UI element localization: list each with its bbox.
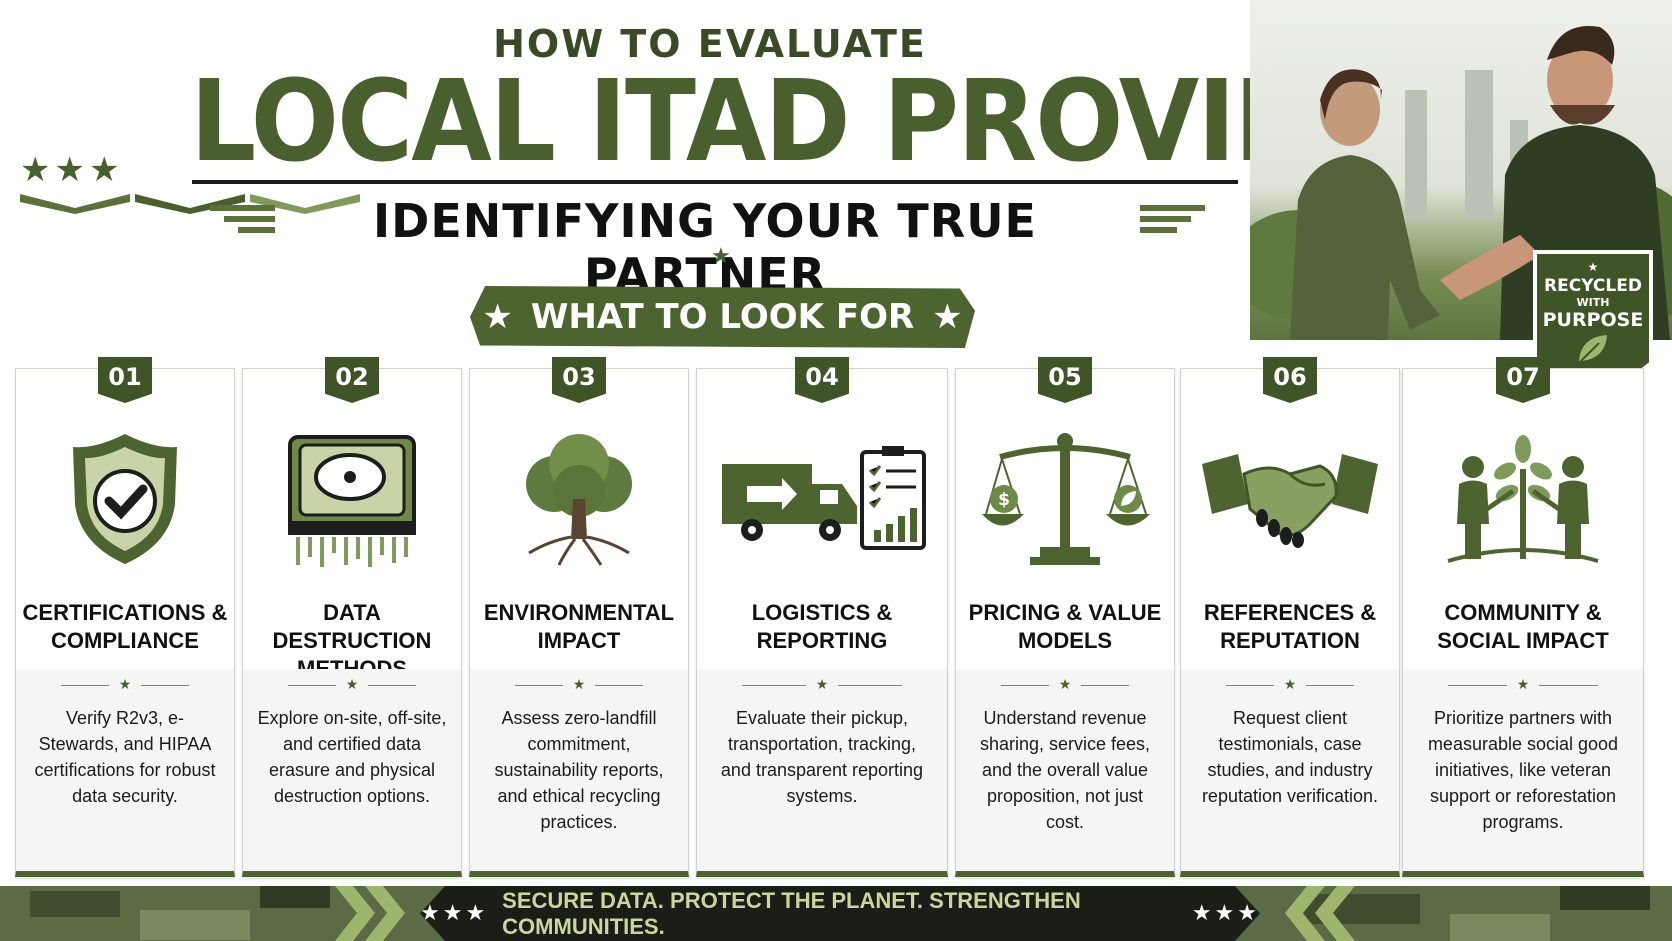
rank-insignia-icon: ★★★: [20, 150, 361, 218]
card-description: Explore on-site, off-site, and certified…: [257, 708, 447, 806]
woman-figure-icon: [1290, 69, 1440, 340]
chevron-icon: [20, 194, 130, 214]
stars-icon: ★★★: [420, 901, 489, 926]
stripes-right-icon: [1140, 205, 1205, 238]
card-title: PRICING & VALUE MODELS: [968, 600, 1162, 653]
star-icon: ★: [482, 297, 513, 337]
card-description: Request client testimonials, case studie…: [1201, 708, 1379, 806]
card-certifications: 01 CERTIFICATIONS & COMPLIANCE ★ Verify …: [15, 357, 235, 877]
star-divider-icon: ★: [991, 677, 1139, 693]
shield-check-icon: [16, 429, 234, 569]
star-divider-icon: ★: [51, 677, 199, 693]
card-title: ENVIRONMENTAL IMPACT: [483, 600, 675, 653]
people-tree-icon: [1403, 429, 1643, 569]
card-community: 07 COMMUNITY & SOCIAL IMPACT ★ Prioritiz…: [1402, 357, 1644, 877]
section-banner-label: WHAT TO LOOK FOR: [530, 297, 915, 337]
card-number: 03: [552, 357, 606, 403]
section-banner: ★ WHAT TO LOOK FOR ★: [470, 286, 975, 348]
card-number: 07: [1496, 357, 1550, 403]
rank-stars-icon: ★★★: [20, 150, 124, 190]
card-number: 06: [1263, 357, 1317, 403]
leaf-icon: [1578, 335, 1607, 364]
card-description: Understand revenue sharing, service fees…: [979, 708, 1151, 832]
main-title: LOCAL ITAD PROVIDERS:: [190, 55, 1580, 187]
pre-title: HOW TO EVALUATE: [493, 22, 927, 66]
card-logistics: 04 LOGISTICS & REPORTING ★ Evaluate thei…: [696, 357, 948, 877]
card-title: COMMUNITY & SOCIAL IMPACT: [1437, 600, 1609, 653]
stripes-left-icon: [210, 205, 275, 238]
card-number: 05: [1038, 357, 1092, 403]
footer-tagline: SECURE DATA. PROTECT THE PLANET. STRENGT…: [502, 887, 1081, 939]
star-divider-icon: ★: [505, 677, 653, 693]
card-description: Evaluate their pickup, transportation, t…: [720, 708, 924, 806]
card-data-destruction: 02 DATA DESTRUCTION METHODS ★ Explore on…: [242, 357, 462, 877]
subtitle: IDENTIFYING YOUR TRUE PARTNER: [373, 194, 1037, 302]
chevrons-right-icon: [335, 886, 405, 941]
truck-clipboard-icon: [697, 429, 947, 569]
card-number: 01: [98, 357, 152, 403]
footer-bar: ★★★ SECURE DATA. PROTECT THE PLANET. STR…: [0, 886, 1672, 941]
star-icon: ★: [932, 297, 963, 337]
chevron-icon: [135, 194, 246, 214]
card-description: Verify R2v3, e-Stewards, and HIPAA certi…: [34, 708, 216, 806]
badge-line3: PURPOSE: [1542, 309, 1644, 331]
card-number: 02: [325, 357, 379, 403]
card-description: Assess zero-landfill commitment, sustain…: [494, 708, 664, 832]
badge-line1: RECYCLED: [1544, 276, 1642, 296]
title-divider: [192, 180, 1238, 184]
footer-tagline-band: ★★★ SECURE DATA. PROTECT THE PLANET. STR…: [420, 886, 1260, 941]
handshake-icon: [1181, 429, 1399, 569]
chevron-icon: [250, 194, 361, 214]
hard-drive-icon: [243, 429, 461, 569]
badge-line2: WITH: [1576, 296, 1610, 309]
stars-icon: ★★★: [1191, 901, 1260, 926]
card-title: LOGISTICS & REPORTING: [751, 600, 893, 653]
star-divider-icon: ★: [278, 677, 426, 693]
chevrons-left-icon: [1285, 886, 1355, 941]
card-title: REFERENCES & REPUTATION: [1203, 600, 1377, 653]
star-icon: ★: [1587, 260, 1599, 274]
star-divider-icon: ★: [1216, 677, 1364, 693]
star-divider-icon: ★: [1438, 677, 1608, 693]
balance-scale-icon: $: [956, 429, 1174, 569]
card-title: CERTIFICATIONS & COMPLIANCE: [22, 600, 228, 653]
tree-icon: [470, 429, 688, 569]
star-divider-icon: ★: [732, 677, 912, 693]
card-environmental: 03 ENVIRONMENTAL IMPACT ★ Assess zero-la…: [469, 357, 689, 877]
card-description: Prioritize partners with measurable soci…: [1427, 708, 1619, 832]
svg-text:$: $: [998, 490, 1010, 510]
card-references: 06 REFERENCES & REPUTATION ★ Request cli…: [1180, 357, 1400, 877]
card-pricing: 05 $ PRICING & VALUE MODELS ★ Understand…: [955, 357, 1175, 877]
card-number: 04: [795, 357, 849, 403]
star-icon: ★: [711, 244, 731, 269]
